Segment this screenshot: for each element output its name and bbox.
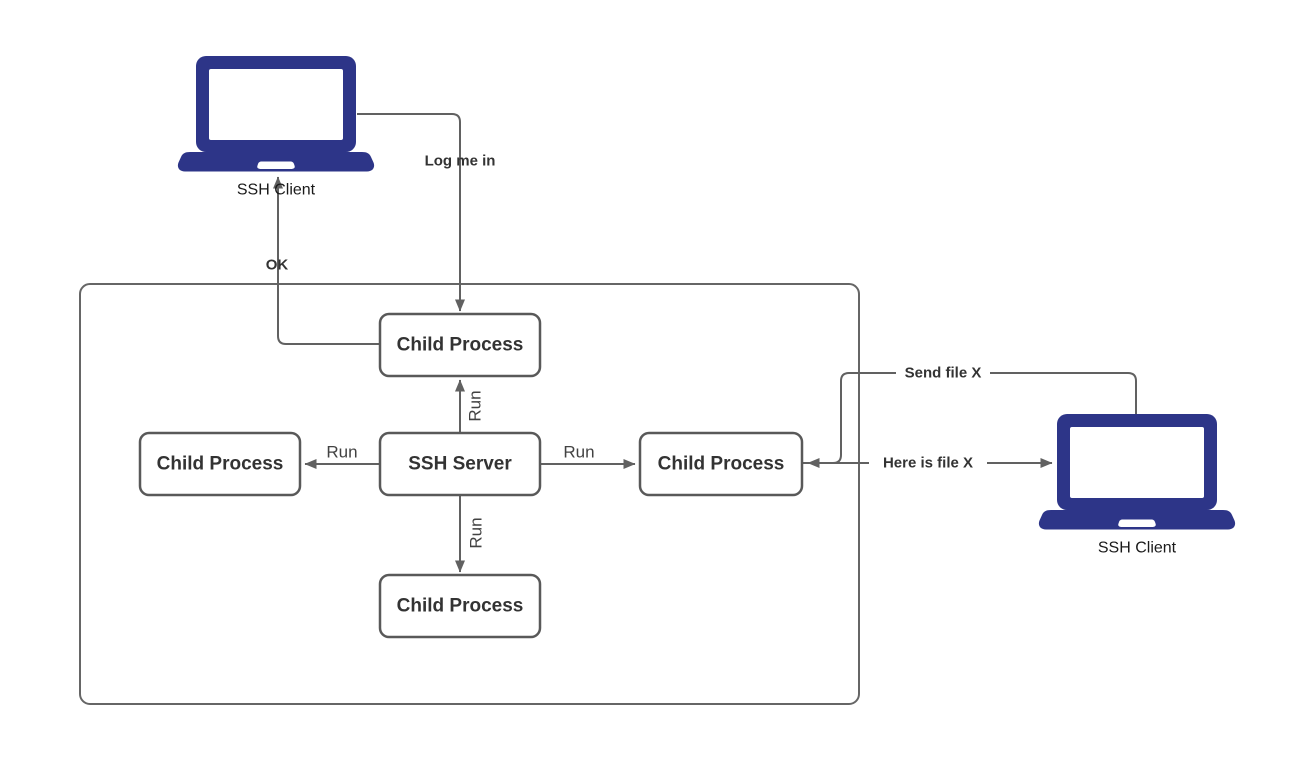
laptop-client-top: SSH Client — [177, 56, 375, 199]
laptop-trackpad-notch — [257, 161, 295, 169]
node-box — [378, 431, 542, 497]
node-box — [378, 573, 542, 639]
edge-label-send-file-x: Send file X — [905, 365, 982, 382]
edge-label-log-me-in: Log me in — [425, 153, 496, 170]
node-child-process-top: Child Process — [378, 312, 542, 378]
node-label: Child Process — [157, 454, 284, 475]
node-box — [378, 312, 542, 378]
laptop-trackpad-notch — [1118, 519, 1156, 527]
edge-ok — [273, 176, 380, 345]
node-label: Child Process — [397, 335, 524, 356]
client-label: SSH Client — [1098, 540, 1177, 557]
edge-label-run-top: Run — [466, 390, 485, 421]
node-child-process-left: Child Process — [138, 431, 302, 497]
edge-label-bg — [869, 454, 987, 472]
laptop-client-right: SSH Client — [1038, 414, 1236, 557]
node-box — [638, 431, 804, 497]
node-child-process-right: Child Process — [638, 431, 804, 497]
laptop-screen — [209, 69, 343, 140]
edge-label-run-left: Run — [326, 443, 357, 462]
node-box — [138, 431, 302, 497]
edge-label-ok: OK — [266, 257, 289, 274]
node-child-process-bottom: Child Process — [378, 573, 542, 639]
node-ssh-server: SSH Server — [378, 431, 542, 497]
edge-label-here-is-file-x: Here is file X — [883, 455, 973, 472]
edge-send-file-x — [807, 372, 1137, 468]
edge-label-run-right: Run — [563, 443, 594, 462]
edge-label-bg — [896, 364, 990, 382]
node-label: Child Process — [397, 596, 524, 617]
node-label: Child Process — [658, 454, 785, 475]
node-label: SSH Server — [408, 454, 512, 475]
client-label: SSH Client — [237, 182, 316, 199]
server-boundary-box — [79, 283, 860, 705]
edge-label-run-bottom: Run — [467, 517, 486, 548]
edge-log-me-in — [357, 113, 465, 312]
laptop-screen — [1070, 427, 1204, 498]
